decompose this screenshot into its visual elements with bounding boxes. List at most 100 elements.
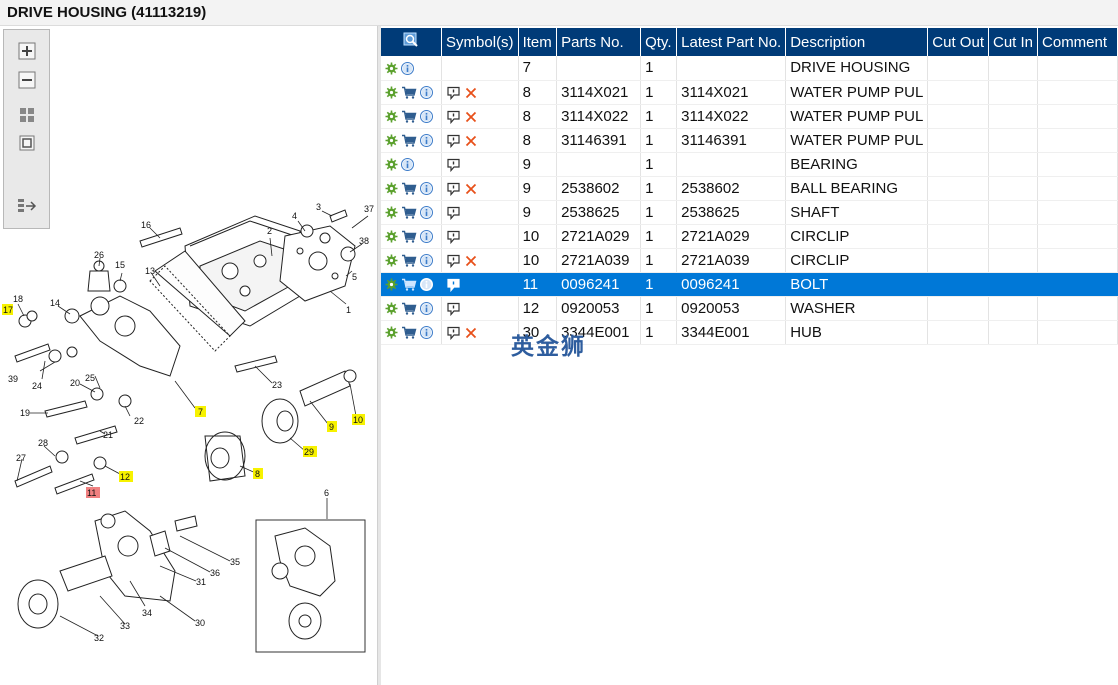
row-symbols[interactable] xyxy=(441,200,519,225)
callout-10[interactable]: 10 xyxy=(353,415,363,425)
callout-8[interactable]: 8 xyxy=(255,469,260,479)
row-action-icons[interactable] xyxy=(381,200,443,225)
callout-19[interactable]: 19 xyxy=(20,408,30,418)
cell-latest-part-no[interactable]: 2538602 xyxy=(676,176,787,201)
pane-splitter[interactable] xyxy=(377,26,381,685)
row-symbols[interactable] xyxy=(441,152,519,177)
cell-parts-no[interactable]: 2721A039 xyxy=(556,248,642,273)
callout-39[interactable]: 39 xyxy=(8,374,18,384)
cell-latest-part-no[interactable]: 31146391 xyxy=(676,128,787,153)
column-header-cut-in[interactable]: Cut In xyxy=(988,28,1039,56)
cell-latest-part-no[interactable]: 3114X021 xyxy=(676,80,787,105)
callout-26[interactable]: 26 xyxy=(94,250,104,260)
callout-33[interactable]: 33 xyxy=(120,621,130,631)
row-action-icons[interactable] xyxy=(381,296,443,321)
cell-latest-part-no[interactable]: 0920053 xyxy=(676,296,787,321)
callout-36[interactable]: 36 xyxy=(210,568,220,578)
illustration-pane[interactable]: 16 26 15 13 2 4 3 37 38 5 1 17 18 14 39 … xyxy=(0,26,377,685)
row-symbols[interactable] xyxy=(441,248,519,273)
row-action-icons[interactable] xyxy=(381,272,443,297)
callout-5[interactable]: 5 xyxy=(352,272,357,282)
callout-12[interactable]: 12 xyxy=(120,472,130,482)
row-symbols[interactable] xyxy=(441,128,519,153)
row-symbols[interactable] xyxy=(441,320,519,345)
cell-parts-no[interactable] xyxy=(556,56,642,81)
callout-4[interactable]: 4 xyxy=(292,211,297,221)
callout-27[interactable]: 27 xyxy=(16,453,26,463)
row-action-icons[interactable] xyxy=(381,128,443,153)
row-action-icons[interactable] xyxy=(381,56,443,81)
callout-1[interactable]: 1 xyxy=(346,305,351,315)
toggle-pane-button[interactable] xyxy=(16,195,38,217)
callout-14[interactable]: 14 xyxy=(50,298,60,308)
row-action-icons[interactable] xyxy=(381,176,443,201)
cell-latest-part-no[interactable]: 3114X022 xyxy=(676,104,787,129)
cell-parts-no[interactable]: 3114X021 xyxy=(556,80,642,105)
callout-20[interactable]: 20 xyxy=(70,378,80,388)
cell-parts-no[interactable]: 0096241 xyxy=(556,272,642,297)
callout-37[interactable]: 37 xyxy=(364,204,374,214)
row-symbols[interactable] xyxy=(441,224,519,249)
column-header-symbols[interactable]: Symbol(s) xyxy=(441,28,519,56)
cell-parts-no[interactable]: 2538602 xyxy=(556,176,642,201)
column-header-item[interactable]: Item xyxy=(518,28,558,56)
row-action-icons[interactable] xyxy=(381,224,443,249)
callout-21[interactable]: 21 xyxy=(103,430,113,440)
cell-latest-part-no[interactable]: 2538625 xyxy=(676,200,787,225)
row-action-icons[interactable] xyxy=(381,104,443,129)
cell-parts-no[interactable]: 2538625 xyxy=(556,200,642,225)
column-header-parts-no[interactable]: Parts No. xyxy=(556,28,642,56)
zoom-out-button[interactable] xyxy=(16,69,38,91)
cell-parts-no[interactable] xyxy=(556,152,642,177)
callout-15[interactable]: 15 xyxy=(115,260,125,270)
column-header-search[interactable] xyxy=(381,28,443,56)
column-header-latest-part-no[interactable]: Latest Part No. xyxy=(676,28,787,56)
row-symbols[interactable] xyxy=(441,272,519,297)
callout-3[interactable]: 3 xyxy=(316,202,321,212)
callout-24[interactable]: 24 xyxy=(32,381,42,391)
row-symbols[interactable] xyxy=(441,80,519,105)
callout-13[interactable]: 13 xyxy=(145,266,155,276)
cell-latest-part-no[interactable] xyxy=(676,152,787,177)
cell-latest-part-no[interactable]: 0096241 xyxy=(676,272,787,297)
callout-38[interactable]: 38 xyxy=(359,236,369,246)
row-symbols[interactable] xyxy=(441,56,519,81)
callout-35[interactable]: 35 xyxy=(230,557,240,567)
callout-23[interactable]: 23 xyxy=(272,380,282,390)
row-symbols[interactable] xyxy=(441,176,519,201)
callout-29[interactable]: 29 xyxy=(304,447,314,457)
callout-25[interactable]: 25 xyxy=(85,373,95,383)
row-action-icons[interactable] xyxy=(381,80,443,105)
cell-parts-no[interactable]: 3344E001 xyxy=(556,320,642,345)
callout-32[interactable]: 32 xyxy=(94,633,104,643)
callout-17[interactable]: 17 xyxy=(3,305,13,315)
cell-parts-no[interactable]: 2721A029 xyxy=(556,224,642,249)
callout-11[interactable]: 11 xyxy=(87,488,96,498)
callout-34[interactable]: 34 xyxy=(142,608,152,618)
row-action-icons[interactable] xyxy=(381,152,443,177)
callout-18[interactable]: 18 xyxy=(13,294,23,304)
callout-31[interactable]: 31 xyxy=(196,577,206,587)
row-action-icons[interactable] xyxy=(381,320,443,345)
row-symbols[interactable] xyxy=(441,104,519,129)
callout-2[interactable]: 2 xyxy=(267,226,272,236)
fit-all-button[interactable] xyxy=(16,104,38,126)
callout-28[interactable]: 28 xyxy=(38,438,48,448)
fit-window-button[interactable] xyxy=(16,132,38,154)
row-action-icons[interactable] xyxy=(381,248,443,273)
cell-latest-part-no[interactable]: 3344E001 xyxy=(676,320,787,345)
zoom-in-button[interactable] xyxy=(16,40,38,62)
callout-6[interactable]: 6 xyxy=(324,488,329,498)
row-symbols[interactable] xyxy=(441,296,519,321)
cell-latest-part-no[interactable] xyxy=(676,56,787,81)
